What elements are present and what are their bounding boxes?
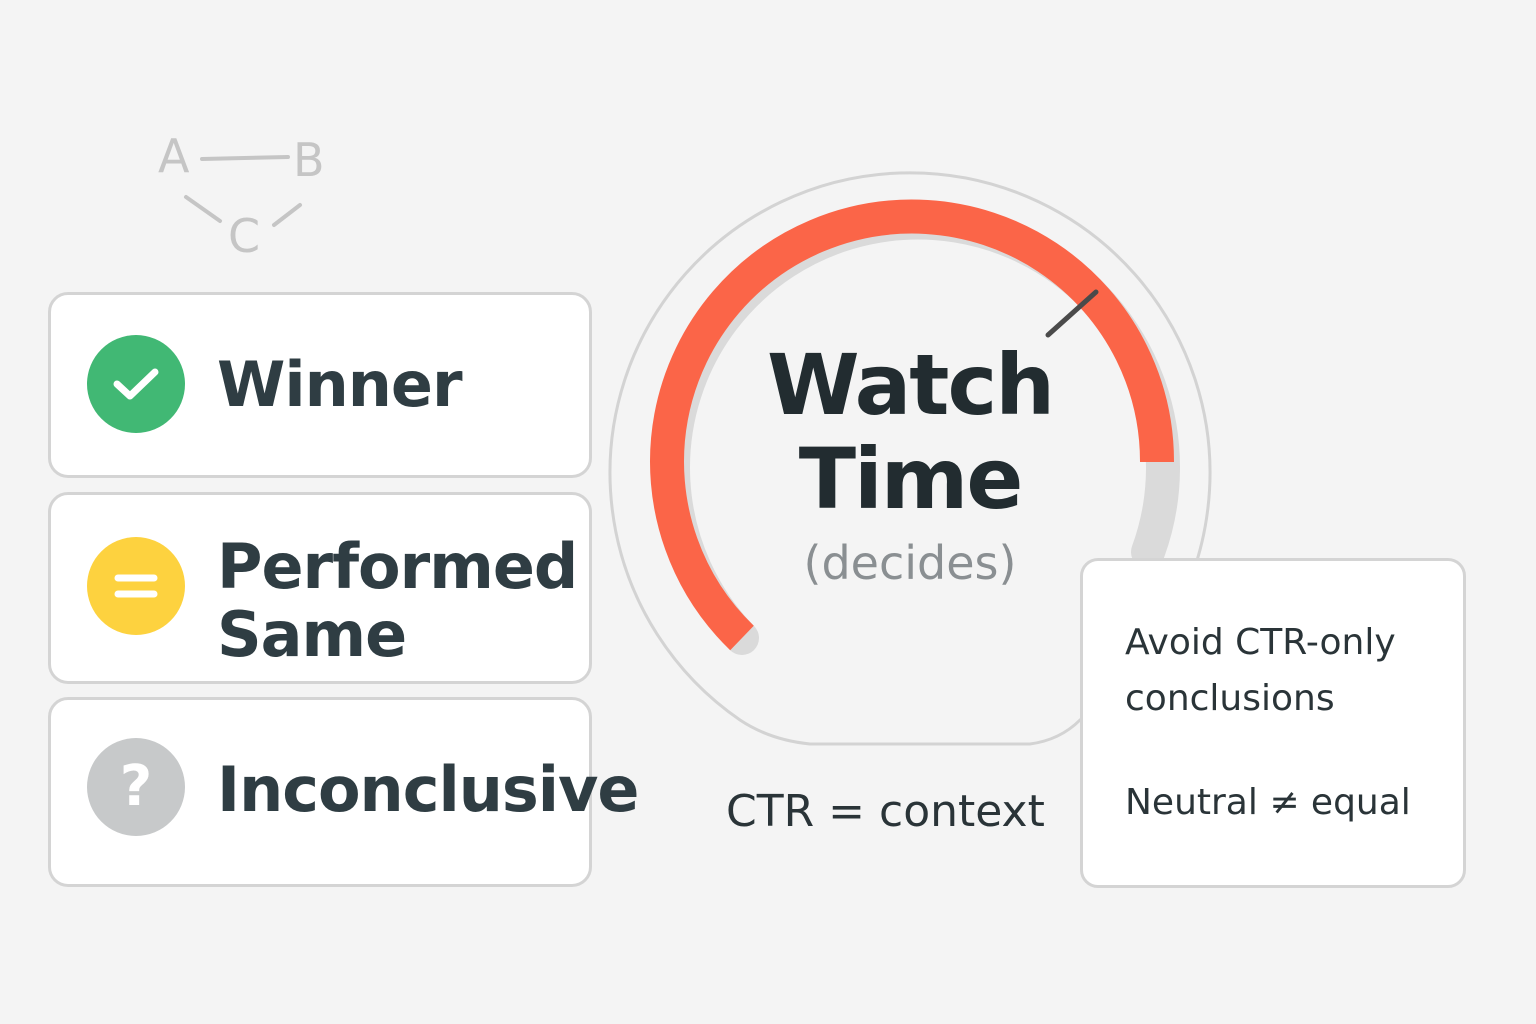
abc-connector-lines	[184, 155, 302, 227]
status-card-performed-same: Performed Same	[48, 492, 592, 684]
note-line-conclusions: conclusions	[1125, 678, 1335, 719]
gauge-title-line-2: Time	[798, 430, 1024, 528]
check-icon	[87, 335, 185, 433]
status-label-inconclusive: Inconclusive	[217, 753, 639, 826]
gauge-fill	[650, 199, 1174, 651]
gauge-needle	[1045, 289, 1099, 338]
status-label-winner: Winner	[217, 348, 463, 421]
note-line-avoid: Avoid CTR-only	[1125, 622, 1396, 663]
variant-a-label: A	[158, 129, 190, 183]
gauge-title-line-1: Watch	[766, 336, 1055, 434]
note-card: Avoid CTR-only conclusions Neutral ≠ equ…	[1080, 558, 1466, 888]
equals-icon	[87, 537, 185, 635]
variant-b-label: B	[293, 133, 325, 187]
status-label-performed-same: Performed Same	[217, 530, 578, 671]
status-card-inconclusive: ? Inconclusive	[48, 697, 639, 887]
question-glyph: ?	[119, 754, 153, 819]
watch-time-gauge	[608, 171, 1212, 746]
ctr-caption: CTR = context	[726, 786, 1045, 837]
question-icon: ?	[87, 738, 185, 836]
gauge-outline	[608, 171, 1212, 746]
variant-c-label: C	[228, 209, 261, 263]
note-line-neutral: Neutral ≠ equal	[1125, 782, 1411, 823]
gauge-subtitle: (decides)	[803, 536, 1017, 590]
abc-variant-sketch: A B C	[150, 125, 350, 270]
status-card-winner: Winner	[48, 292, 592, 478]
gauge-title: Watch Time	[730, 338, 1090, 526]
